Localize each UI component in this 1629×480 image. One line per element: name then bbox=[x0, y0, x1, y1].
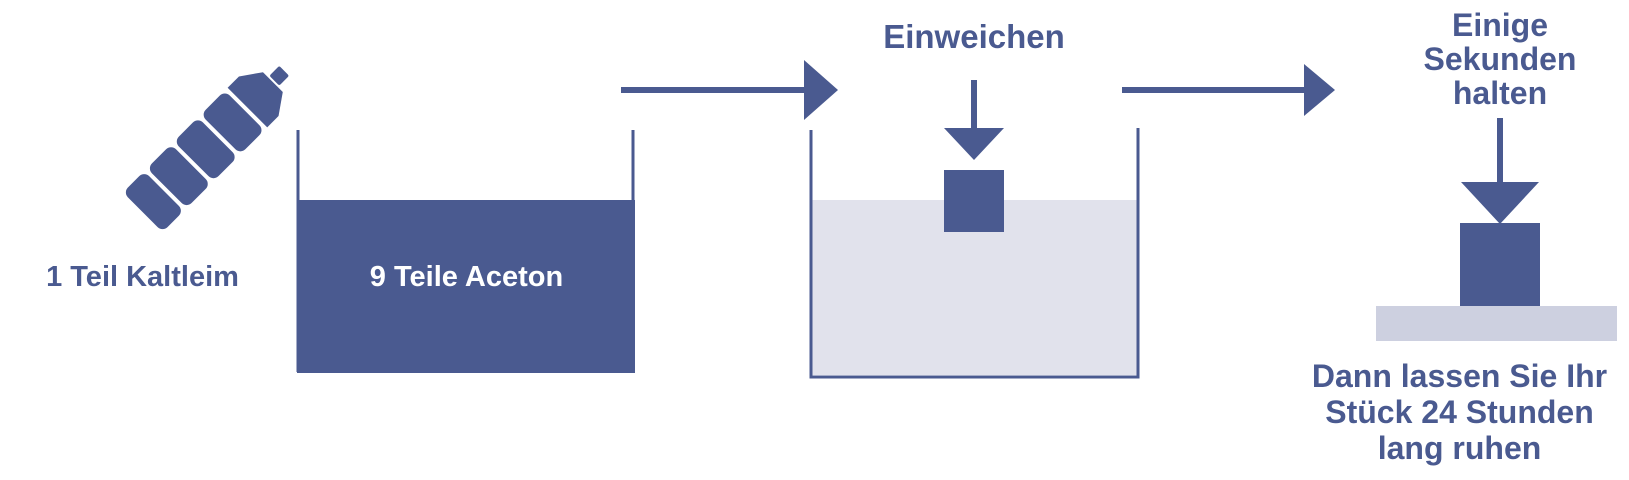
arrow-right-icon bbox=[621, 60, 838, 120]
soaking-container bbox=[809, 128, 1140, 379]
container-label: 9 Teile Aceton bbox=[369, 261, 564, 293]
arrow-down-icon bbox=[944, 80, 1004, 160]
soaking-piece bbox=[944, 170, 1004, 232]
rest-caption-line: lang ruhen bbox=[1377, 430, 1542, 466]
hold-label: Einige Sekunden halten bbox=[1370, 8, 1629, 110]
rest-caption-line: Stück 24 Stunden bbox=[1325, 394, 1594, 430]
bottle-label: 1 Teil Kaltleim bbox=[46, 261, 239, 293]
bottle-icon bbox=[125, 66, 289, 230]
pressed-piece bbox=[1460, 223, 1540, 306]
resting-surface bbox=[1376, 306, 1617, 341]
hold-label-line: halten bbox=[1452, 75, 1548, 111]
hold-label-line: Sekunden bbox=[1423, 41, 1577, 77]
soak-label: Einweichen bbox=[883, 18, 1065, 55]
arrow-down-icon bbox=[1461, 118, 1539, 224]
hold-label-line: Einige bbox=[1451, 7, 1548, 43]
rest-caption: Dann lassen Sie Ihr Stück 24 Stunden lan… bbox=[1290, 358, 1629, 466]
rest-caption-line: Dann lassen Sie Ihr bbox=[1311, 358, 1608, 394]
acetone-container bbox=[296, 130, 635, 373]
acetone-liquid bbox=[297, 200, 635, 373]
arrow-right-icon bbox=[1122, 64, 1335, 116]
